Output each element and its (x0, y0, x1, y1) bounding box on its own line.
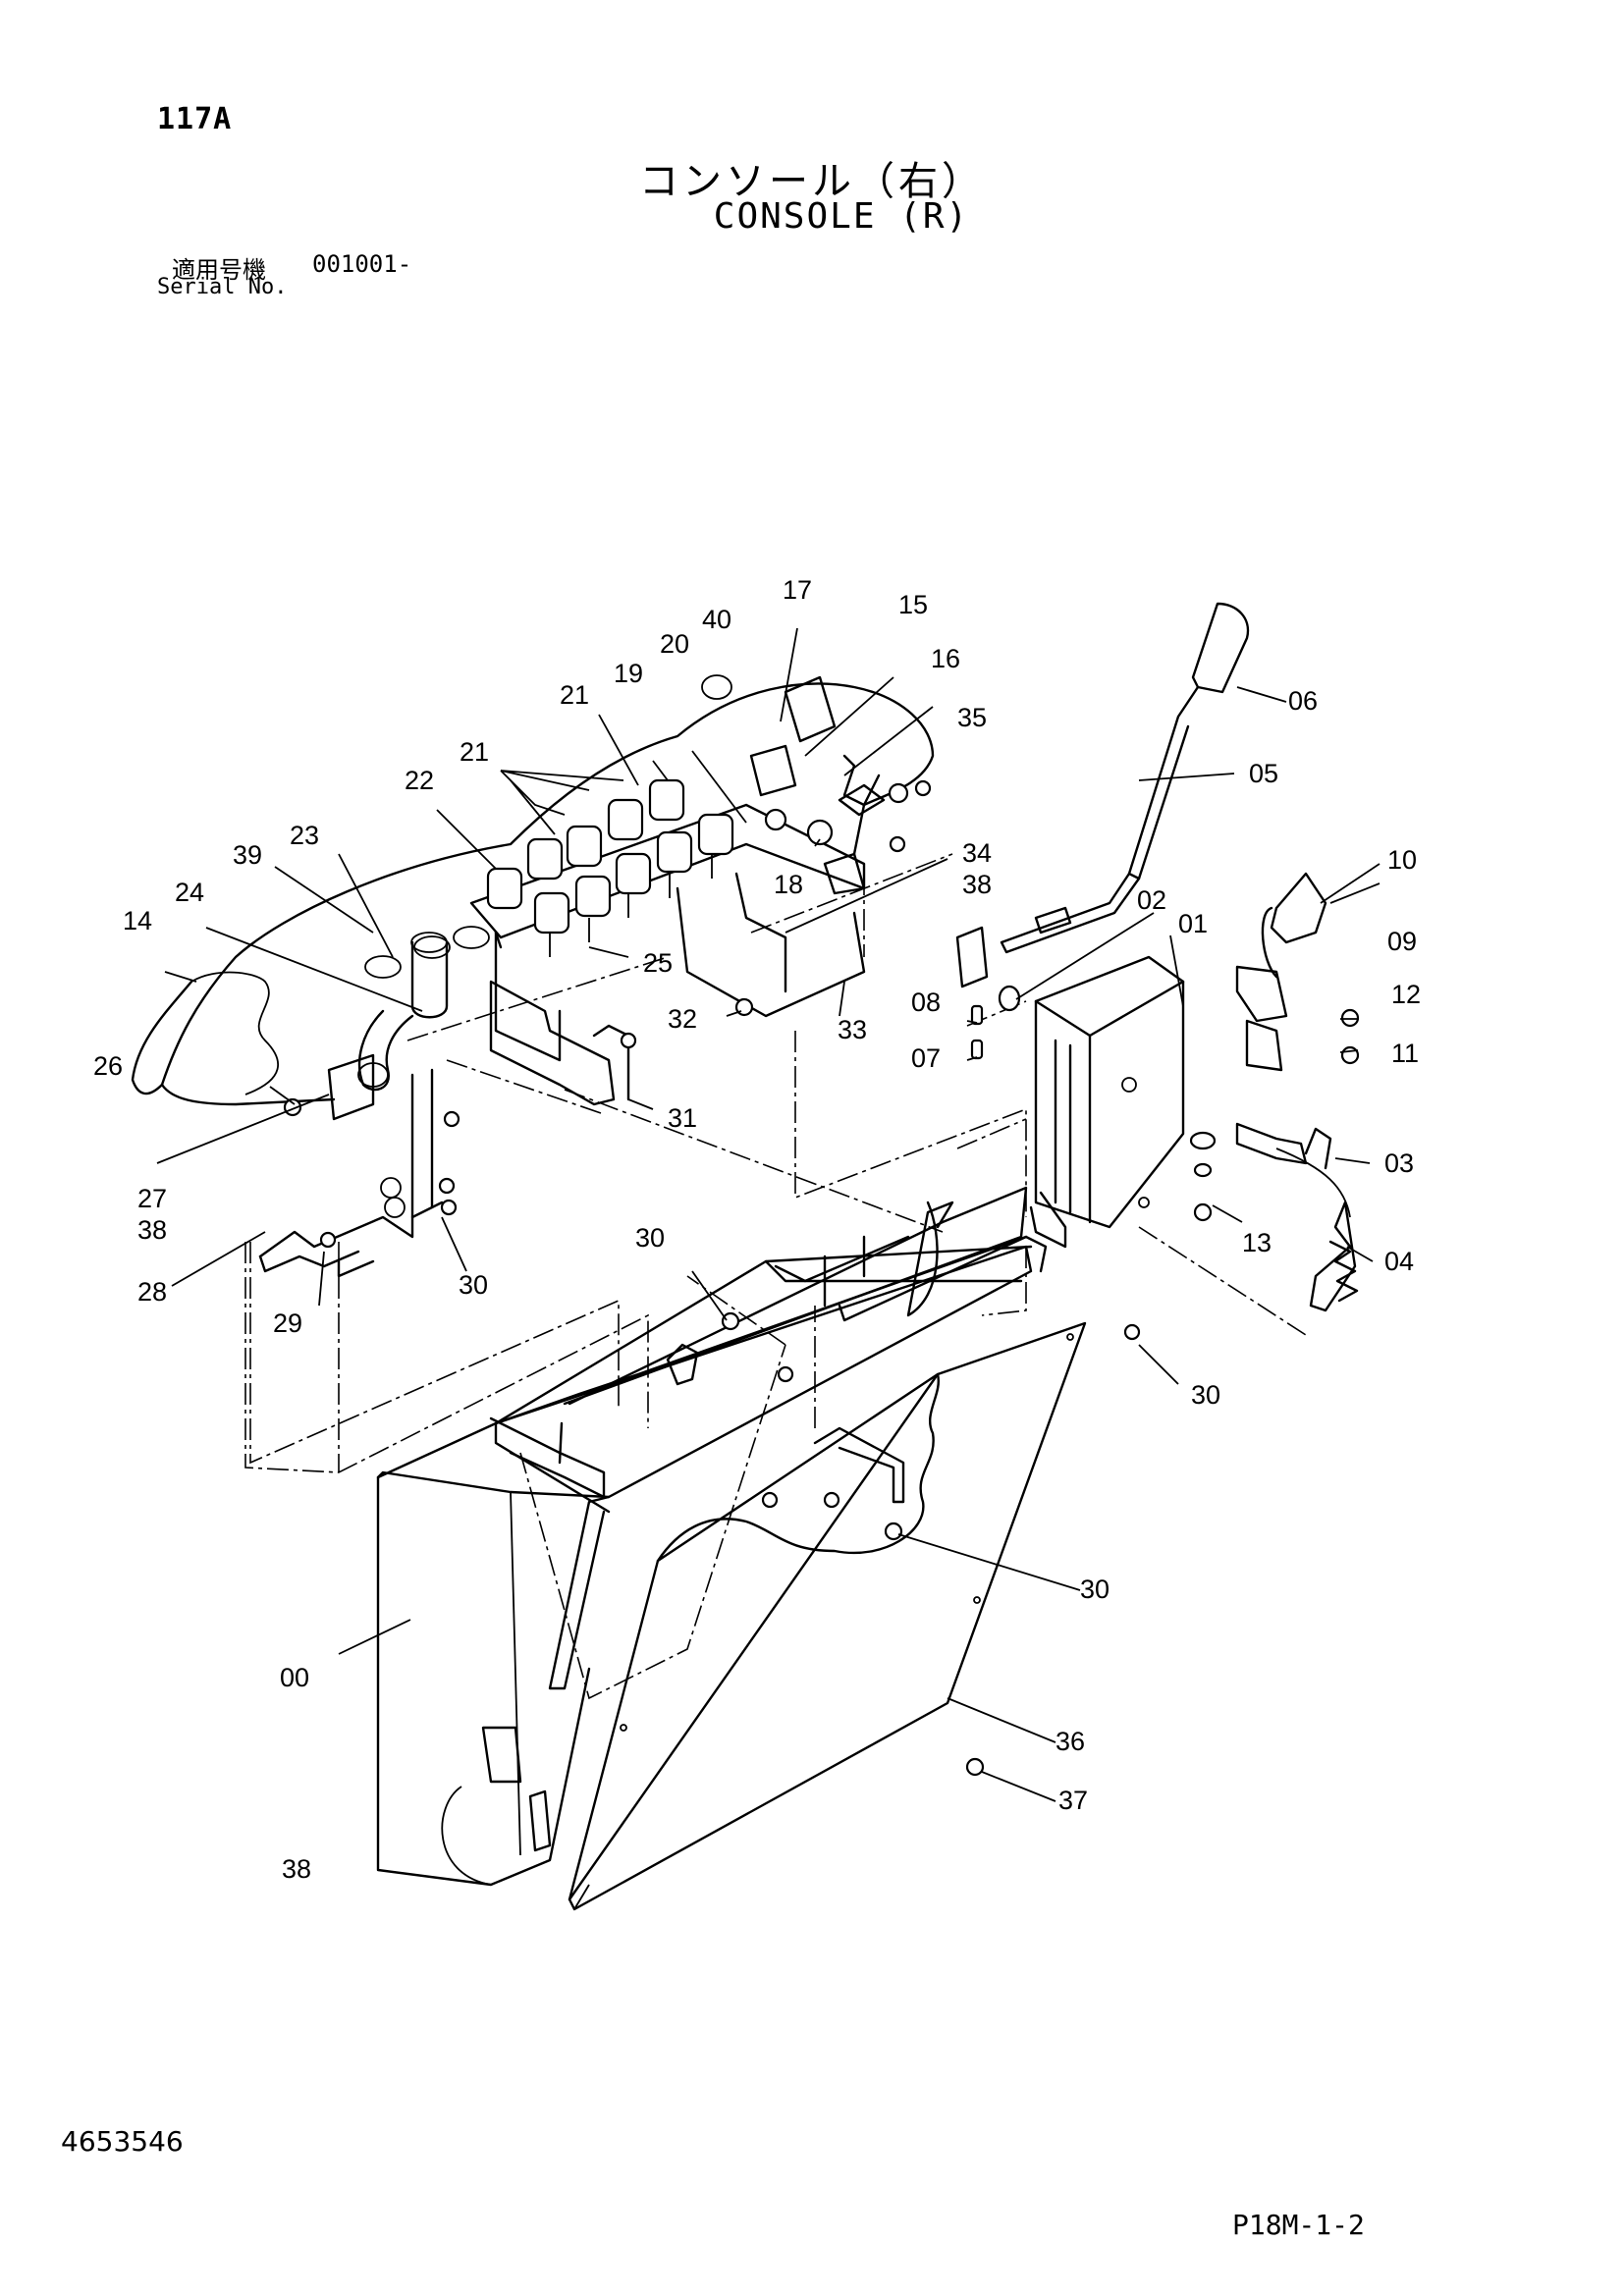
part-label-21b: 21 (460, 737, 489, 767)
document-number: 4653546 (61, 2125, 184, 2158)
part-label-04: 04 (1384, 1247, 1414, 1276)
leader-lines (156, 627, 1380, 1802)
part-label-26: 26 (93, 1051, 123, 1081)
part-label-16: 16 (931, 644, 960, 673)
part-label-06: 06 (1288, 686, 1318, 716)
part-label-02: 02 (1137, 885, 1166, 915)
part-label-19: 19 (614, 659, 643, 688)
part-label-12: 12 (1391, 980, 1421, 1009)
part-label-14: 14 (123, 906, 152, 935)
part-label-10: 10 (1387, 845, 1417, 875)
part-label-38-bottom: 38 (282, 1854, 311, 1884)
part-label-03: 03 (1384, 1148, 1414, 1178)
part-label-05: 05 (1249, 759, 1278, 788)
part-label-38-mid: 38 (962, 870, 992, 899)
bolts (283, 779, 1213, 1777)
part-label-38-left: 38 (137, 1215, 167, 1245)
part-label-29: 29 (273, 1308, 302, 1338)
switch-box (1034, 955, 1185, 1229)
part-label-20: 20 (660, 629, 689, 659)
part-label-00: 00 (280, 1663, 309, 1692)
part-label-15: 15 (898, 590, 928, 619)
part-label-21a: 21 (560, 680, 589, 710)
lever (955, 602, 1250, 1012)
part-label-30-top: 30 (635, 1223, 665, 1253)
part-label-18: 18 (774, 870, 803, 899)
part-label-17: 17 (783, 575, 812, 605)
top-right-parts (749, 675, 909, 895)
part-label-39: 39 (233, 840, 262, 870)
console-housing (376, 1245, 1033, 1887)
part-label-32: 32 (668, 1004, 697, 1034)
part-label-28: 28 (137, 1277, 167, 1307)
assembly-guide-lines (244, 853, 1307, 1473)
sheet-number: P18M-1-2 (1232, 2209, 1365, 2241)
upper-frame (494, 1186, 1067, 1504)
part-label-22: 22 (405, 766, 434, 795)
part-label-36: 36 (1056, 1727, 1085, 1756)
side-cover (568, 1321, 1087, 1911)
part-label-11: 11 (1391, 1039, 1419, 1068)
part-label-08: 08 (911, 988, 941, 1017)
page-number: 117A (157, 102, 233, 136)
serial-number-value: 001001- (312, 250, 412, 278)
title-japanese: コンソール（右） (639, 159, 985, 204)
part-label-40: 40 (702, 605, 731, 634)
part-label-01: 01 (1178, 909, 1208, 938)
part-label-30-left: 30 (459, 1270, 488, 1300)
brackets (258, 872, 866, 1278)
part-label-34: 34 (962, 838, 992, 868)
serial-label-english: Serial No. (157, 275, 288, 299)
part-label-33: 33 (838, 1015, 867, 1044)
serial-label-japanese: 適用号機 (172, 256, 266, 284)
armrest-cushion (131, 682, 935, 1106)
part-label-07: 07 (911, 1043, 941, 1073)
part-label-31: 31 (668, 1103, 697, 1133)
part-label-37: 37 (1058, 1786, 1088, 1815)
part-label-13: 13 (1242, 1228, 1272, 1257)
part-label-24: 24 (175, 878, 204, 907)
part-label-30-lower: 30 (1080, 1575, 1110, 1604)
part-label-30-right: 30 (1191, 1380, 1220, 1410)
switch-panel (357, 674, 866, 1092)
part-label-09: 09 (1387, 927, 1417, 956)
right-switch-parts (970, 872, 1360, 1312)
part-labels: 00 01 02 03 04 05 06 07 08 09 10 11 12 1… (93, 575, 1421, 1884)
part-label-27: 27 (137, 1184, 167, 1213)
part-label-35: 35 (957, 703, 987, 732)
title-english: CONSOLE (R) (713, 196, 970, 237)
part-label-23: 23 (290, 821, 319, 850)
part-label-25: 25 (643, 948, 673, 978)
